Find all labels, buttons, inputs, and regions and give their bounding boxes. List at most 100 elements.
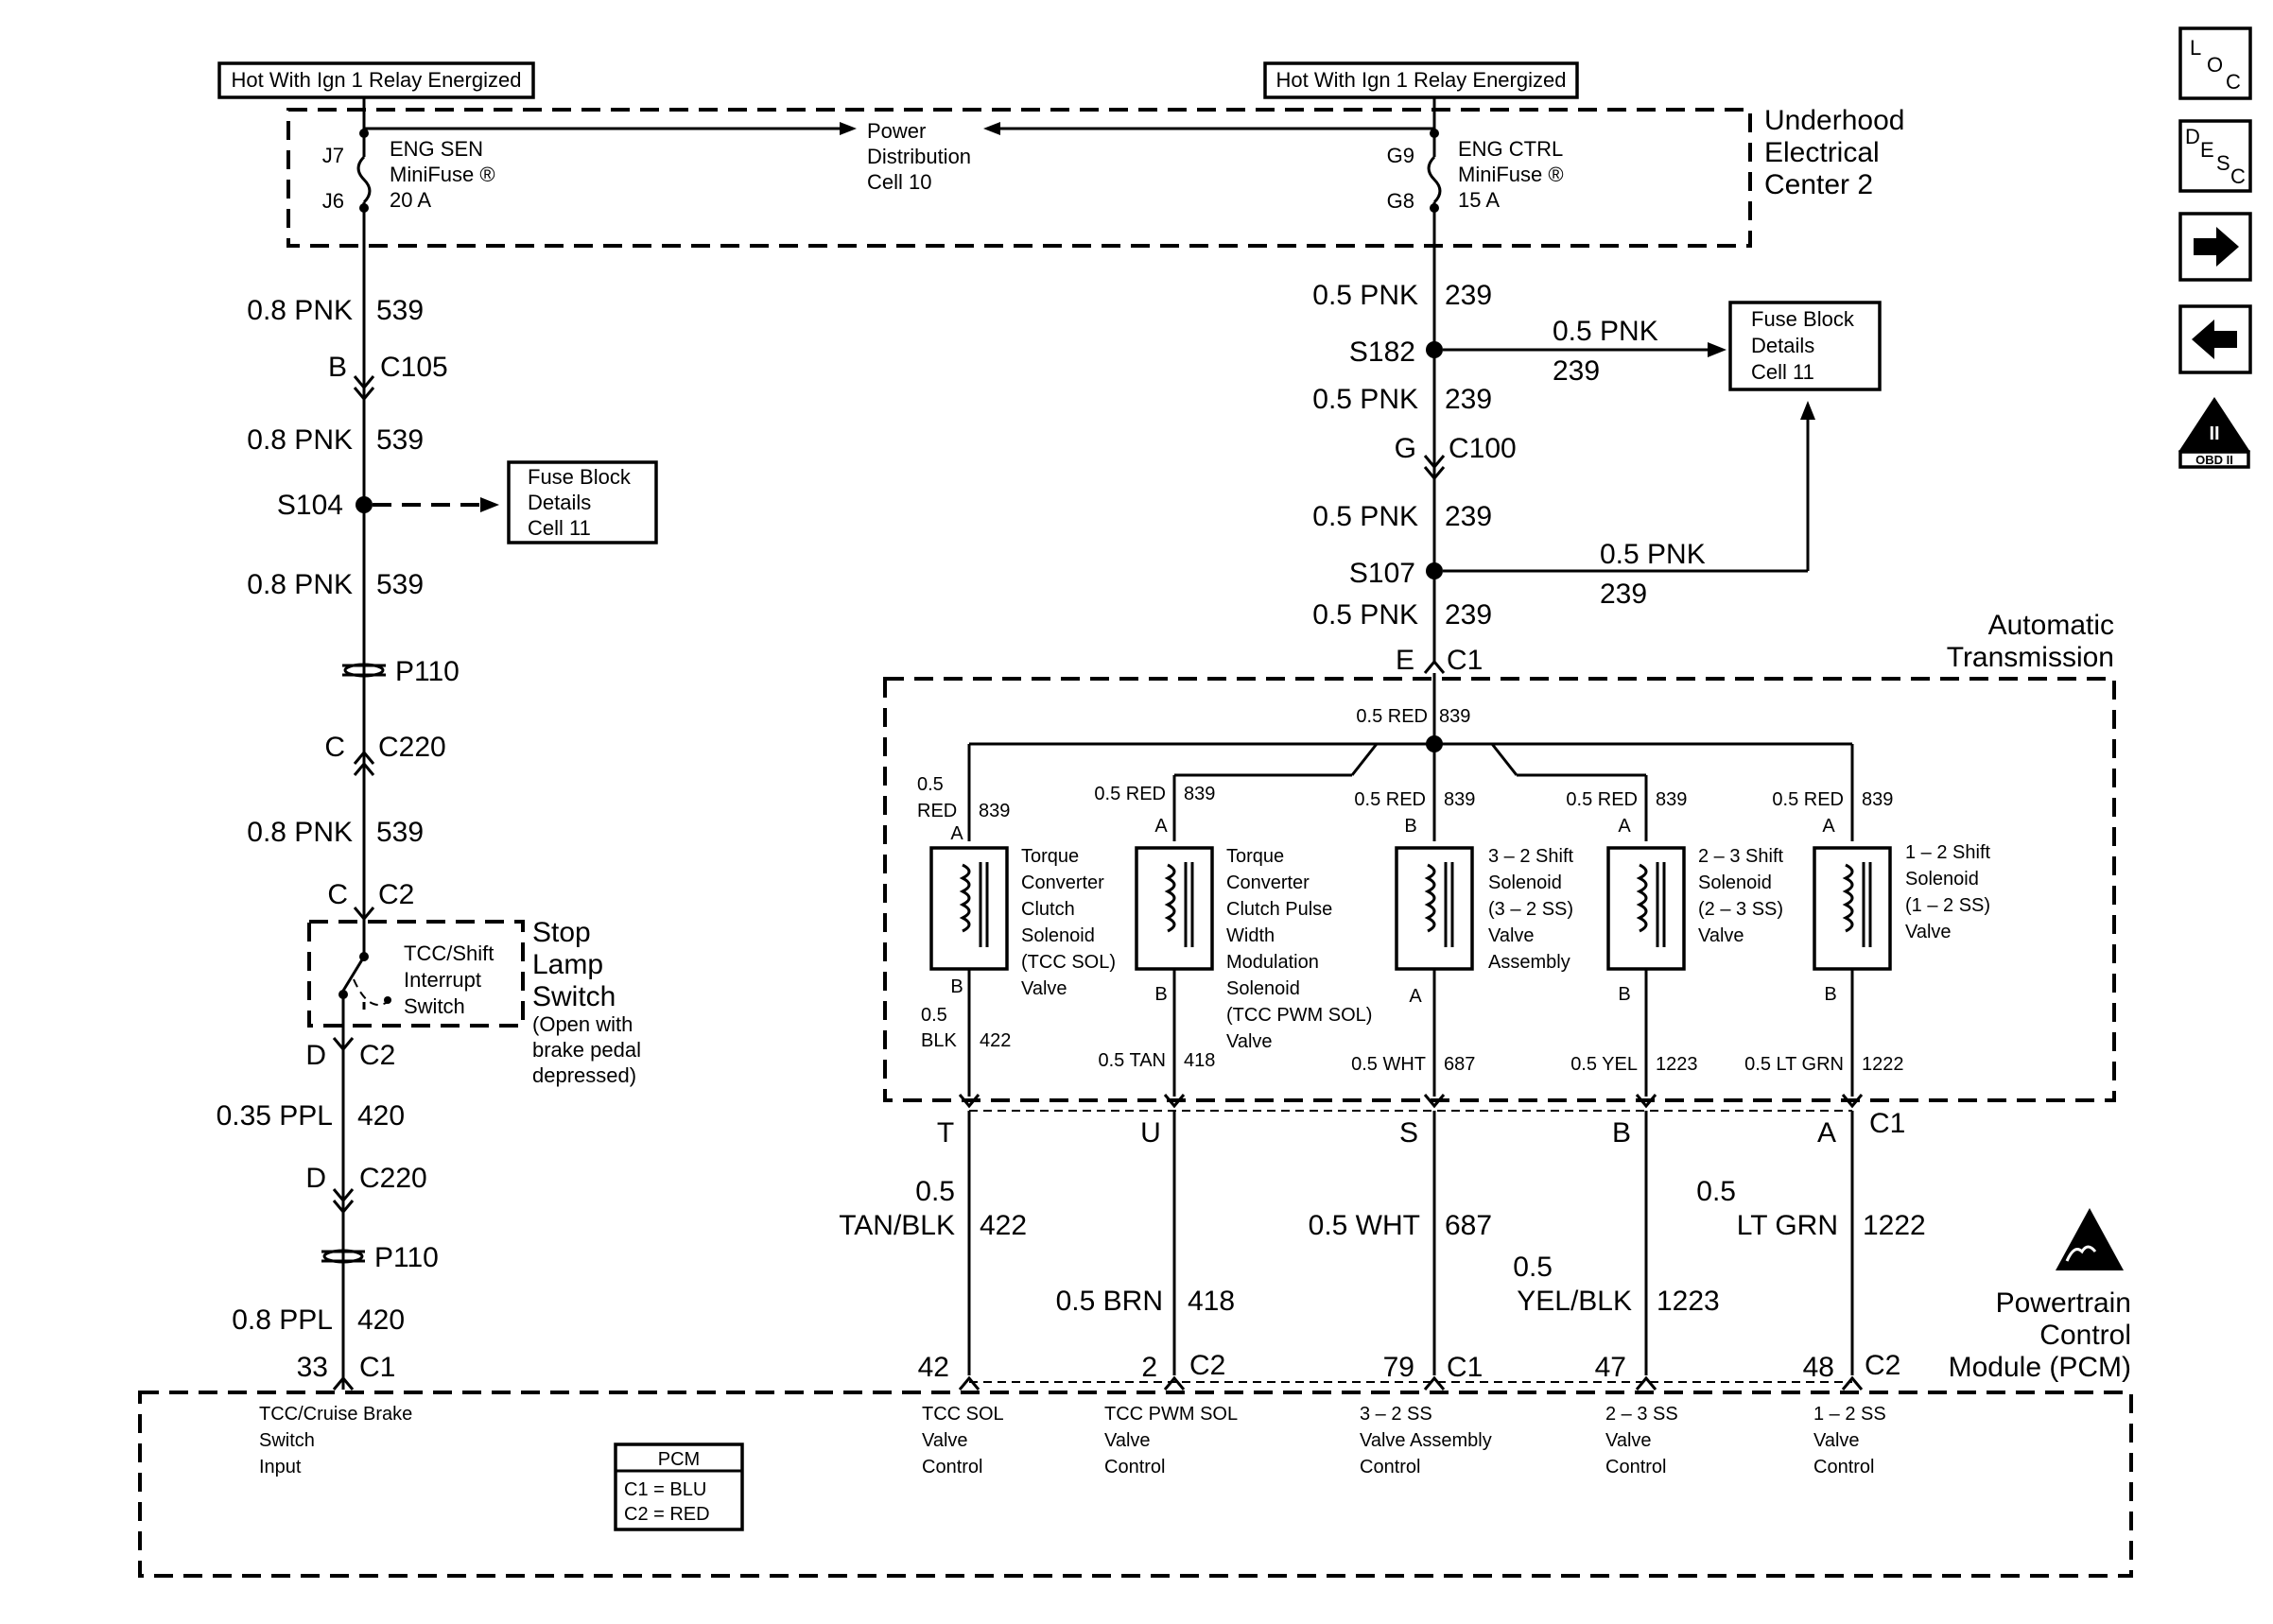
svg-text:Clutch Pulse: Clutch Pulse: [1226, 899, 1332, 920]
svg-text:B: B: [1612, 1117, 1631, 1149]
svg-text:422: 422: [980, 1030, 1011, 1051]
svg-text:239: 239: [1553, 355, 1600, 387]
pcm-connector-row: 42 2 C2 79 C1 47 48 C2: [918, 1350, 1900, 1391]
svg-text:1222: 1222: [1862, 1054, 1904, 1075]
svg-text:TCC PWM SOL: TCC PWM SOL: [1104, 1404, 1238, 1425]
svg-text:depressed): depressed): [532, 1063, 636, 1087]
svg-text:0.5 WHT: 0.5 WHT: [1309, 1210, 1420, 1241]
svg-text:539: 539: [376, 295, 424, 326]
svg-text:S107: S107: [1349, 558, 1415, 589]
svg-text:RED: RED: [917, 801, 957, 821]
svg-text:839: 839: [1444, 789, 1475, 810]
svg-text:Torque: Torque: [1226, 846, 1284, 867]
svg-text:Cell 11: Cell 11: [528, 516, 591, 540]
svg-text:2: 2: [1141, 1352, 1157, 1383]
svg-text:0.35 PPL: 0.35 PPL: [217, 1100, 333, 1132]
loc-button[interactable]: L O C: [2178, 26, 2252, 100]
svg-text:(TCC SOL): (TCC SOL): [1021, 952, 1116, 973]
splice-s104-dot: [356, 496, 373, 513]
svg-text:Underhood: Underhood: [1764, 105, 1904, 136]
svg-text:420: 420: [357, 1304, 405, 1336]
svg-text:(TCC PWM SOL): (TCC PWM SOL): [1226, 1005, 1372, 1026]
svg-text:0.5 PNK: 0.5 PNK: [1312, 599, 1418, 631]
svg-text:Details: Details: [528, 491, 591, 514]
svg-text:E: E: [1396, 645, 1414, 676]
svg-text:OBD II: OBD II: [2195, 453, 2233, 467]
svg-text:C2: C2: [359, 1040, 395, 1071]
svg-text:LT GRN: LT GRN: [1737, 1210, 1838, 1241]
svg-text:C: C: [327, 879, 348, 910]
svg-text:C1: C1: [1447, 1352, 1483, 1383]
automatic-transmission: Automatic Transmission 0.5 RED 839: [883, 610, 2116, 1102]
svg-text:1 – 2 Shift: 1 – 2 Shift: [1905, 842, 1991, 863]
svg-text:Converter: Converter: [1021, 872, 1104, 893]
svg-text:42: 42: [918, 1352, 949, 1383]
solenoid-2-3-shift: 0.5 RED 839 A B 0.5 YEL 1223 2 – 3 Shift…: [1490, 743, 1784, 1097]
previous-page-button[interactable]: [2178, 304, 2252, 374]
svg-text:Clutch: Clutch: [1021, 899, 1075, 920]
svg-text:II: II: [2209, 423, 2219, 444]
next-page-button[interactable]: [2178, 212, 2252, 282]
svg-text:687: 687: [1444, 1054, 1475, 1075]
pcm-control-labels: TCC SOL Valve Control TCC PWM SOL Valve …: [922, 1404, 1886, 1477]
svg-text:J6: J6: [322, 189, 344, 213]
svg-text:1223: 1223: [1656, 1054, 1698, 1075]
svg-text:J7: J7: [322, 144, 344, 167]
svg-text:Width: Width: [1226, 925, 1275, 946]
svg-text:C105: C105: [380, 352, 448, 383]
svg-text:TCC/Cruise Brake: TCC/Cruise Brake: [259, 1404, 412, 1425]
svg-text:420: 420: [357, 1100, 405, 1132]
fuse-block-details-left[interactable]: Fuse Block Details Cell 11: [507, 460, 658, 544]
pcm-box: [138, 1391, 2133, 1578]
svg-text:TCC/Shift: TCC/Shift: [404, 942, 494, 965]
svg-text:A: A: [1618, 816, 1631, 837]
svg-text:Valve: Valve: [1813, 1430, 1860, 1451]
svg-text:2 – 3 SS: 2 – 3 SS: [1605, 1404, 1678, 1425]
svg-text:A: A: [1154, 816, 1168, 837]
pcm-input-label: TCC/Cruise Brake Switch Input: [259, 1404, 412, 1477]
esd-sensitive-icon: [2056, 1208, 2124, 1270]
svg-text:O: O: [2207, 53, 2223, 77]
svg-text:MiniFuse ®: MiniFuse ®: [1458, 163, 1564, 186]
svg-text:Valve: Valve: [922, 1430, 968, 1451]
svg-text:Cell 10: Cell 10: [867, 170, 931, 194]
svg-text:Electrical: Electrical: [1764, 137, 1880, 168]
svg-text:0.8 PNK: 0.8 PNK: [247, 295, 353, 326]
svg-text:Control: Control: [1360, 1457, 1420, 1477]
svg-text:Valve: Valve: [1905, 922, 1952, 942]
svg-text:Fuse Block: Fuse Block: [1751, 307, 1855, 331]
svg-text:C2 = RED: C2 = RED: [624, 1504, 710, 1525]
svg-text:839: 839: [1439, 706, 1470, 727]
obd-ii-icon[interactable]: II OBD II: [2178, 397, 2250, 469]
svg-text:Stop: Stop: [532, 917, 591, 948]
svg-text:Distribution: Distribution: [867, 145, 971, 168]
svg-text:Hot With Ign 1 Relay Energized: Hot With Ign 1 Relay Energized: [232, 68, 522, 92]
svg-text:1 – 2 SS: 1 – 2 SS: [1813, 1404, 1886, 1425]
svg-text:C2: C2: [378, 879, 414, 910]
svg-text:Hot With Ign 1 Relay Energized: Hot With Ign 1 Relay Energized: [1276, 68, 1567, 92]
svg-text:Valve: Valve: [1021, 978, 1067, 999]
fuse-eng-sen: J7 J6 ENG SEN MiniFuse ® 20 A: [322, 129, 495, 213]
svg-text:D: D: [305, 1040, 326, 1071]
svg-text:3 – 2 Shift: 3 – 2 Shift: [1488, 846, 1574, 867]
svg-text:C1 = BLU: C1 = BLU: [624, 1479, 706, 1500]
svg-text:79: 79: [1383, 1352, 1414, 1383]
svg-text:Power: Power: [867, 119, 926, 143]
svg-text:422: 422: [980, 1210, 1027, 1241]
svg-text:Solenoid: Solenoid: [1021, 925, 1095, 946]
svg-text:G8: G8: [1387, 189, 1414, 213]
arrow-right-icon: [2194, 227, 2239, 267]
desc-button[interactable]: D E S C: [2178, 119, 2252, 193]
svg-text:Transmission: Transmission: [1947, 642, 2114, 673]
svg-text:0.5 RED: 0.5 RED: [1772, 789, 1844, 810]
svg-text:Center 2: Center 2: [1764, 169, 1873, 200]
svg-text:0.5 YEL: 0.5 YEL: [1570, 1054, 1638, 1075]
svg-text:Control: Control: [1813, 1457, 1874, 1477]
svg-text:C220: C220: [378, 732, 446, 763]
svg-text:C: C: [2226, 70, 2241, 94]
fuse-eng-ctrl: G9 G8 ENG CTRL MiniFuse ® 15 A: [1387, 129, 1564, 213]
solenoid-tcc-sol: 0.5 RED 839 A B 0.5 BLK 422 Torque Conve…: [917, 744, 1116, 1097]
svg-text:S: S: [1399, 1117, 1418, 1149]
fuse-block-details-right[interactable]: Fuse Block Details Cell 11: [1728, 301, 1882, 391]
